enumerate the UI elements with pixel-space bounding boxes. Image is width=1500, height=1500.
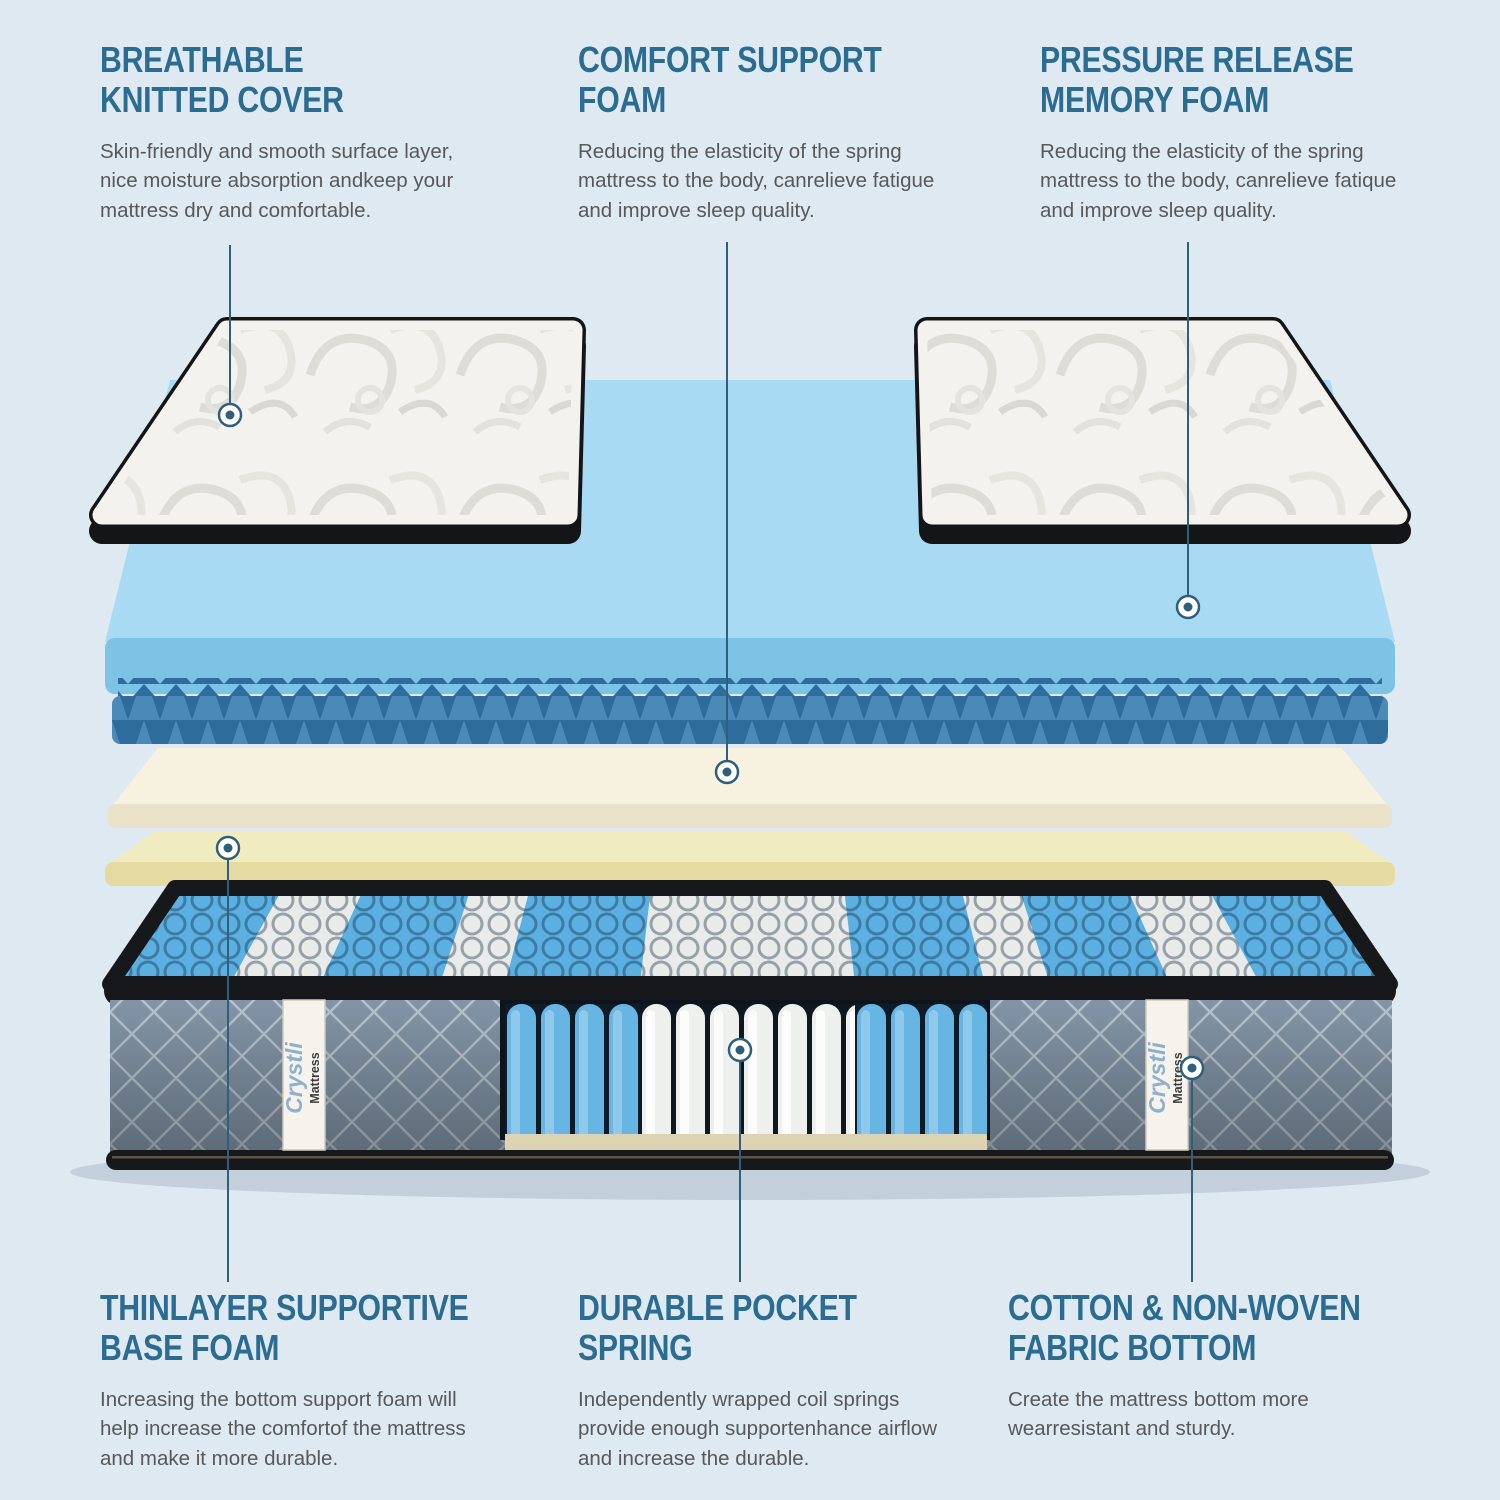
callout-title-line1: DURABLE POCKET (578, 1287, 857, 1328)
brand-name: Crystli (281, 1042, 307, 1114)
brand-name: Crystli (1144, 1042, 1170, 1114)
callout-dot-3 (1175, 594, 1201, 620)
comfort-support-foam-layer (108, 748, 1392, 828)
callout-dot-5 (727, 1037, 753, 1063)
callout-body: Increasing the bottom support foam will … (100, 1387, 466, 1470)
brand-tag-left: Crystli Mattress (281, 999, 326, 1151)
coil-top-bands (110, 888, 1390, 984)
callout-title-line1: BREATHABLE (100, 39, 304, 80)
knitted-cover-left (89, 317, 586, 544)
callout-title-line1: PRESSURE RELEASE (1040, 39, 1354, 80)
callout-body: Create the mattress bottom more wearresi… (1008, 1387, 1309, 1441)
callout-title-line2: BASE FOAM (100, 1327, 280, 1369)
brand-tag-right: Crystli Mattress (1144, 999, 1189, 1151)
callout-title-line2: FABRIC BOTTOM (1008, 1327, 1257, 1369)
callout-body: Independently wrapped coil springs provi… (578, 1387, 938, 1470)
callout-dot-2 (714, 759, 740, 785)
callout-title-line1: COMFORT SUPPORT (578, 39, 882, 80)
callout-title-line2: KNITTED COVER (100, 79, 344, 121)
callout-markers (215, 242, 1205, 1282)
callout-body: Reducing the elasticity of the spring ma… (578, 139, 935, 222)
callout-title-line2: MEMORY FOAM (1040, 79, 1270, 121)
callout-body: Reducing the elasticity of the spring ma… (1040, 139, 1397, 222)
callout-dot-4 (215, 835, 241, 861)
callout-body: Skin-friendly and smooth surface layer, … (100, 139, 454, 222)
exposed-pocket-springs (500, 1000, 990, 1154)
callout-dot-1 (217, 402, 243, 428)
callout-title-line2: FOAM (578, 79, 667, 121)
pocket-spring-unit: Crystli Mattress Crystli Mattress (102, 880, 1398, 1170)
knitted-cover-right (914, 317, 1411, 544)
callout-title-line1: THINLAYER SUPPORTIVE (100, 1287, 469, 1328)
brand-word: Mattress (308, 1052, 322, 1103)
spring-front-rim (104, 976, 1396, 1006)
bottom-foam-strip (505, 1134, 987, 1154)
bottom-edge (106, 1150, 1394, 1170)
convoluted-foam-layer (112, 678, 1388, 744)
callout-title-line1: COTTON & NON-WOVEN (1008, 1287, 1361, 1328)
callout-dot-6 (1179, 1055, 1205, 1081)
callout-title-line2: SPRING (578, 1327, 693, 1369)
base-foam-layer (105, 832, 1395, 886)
